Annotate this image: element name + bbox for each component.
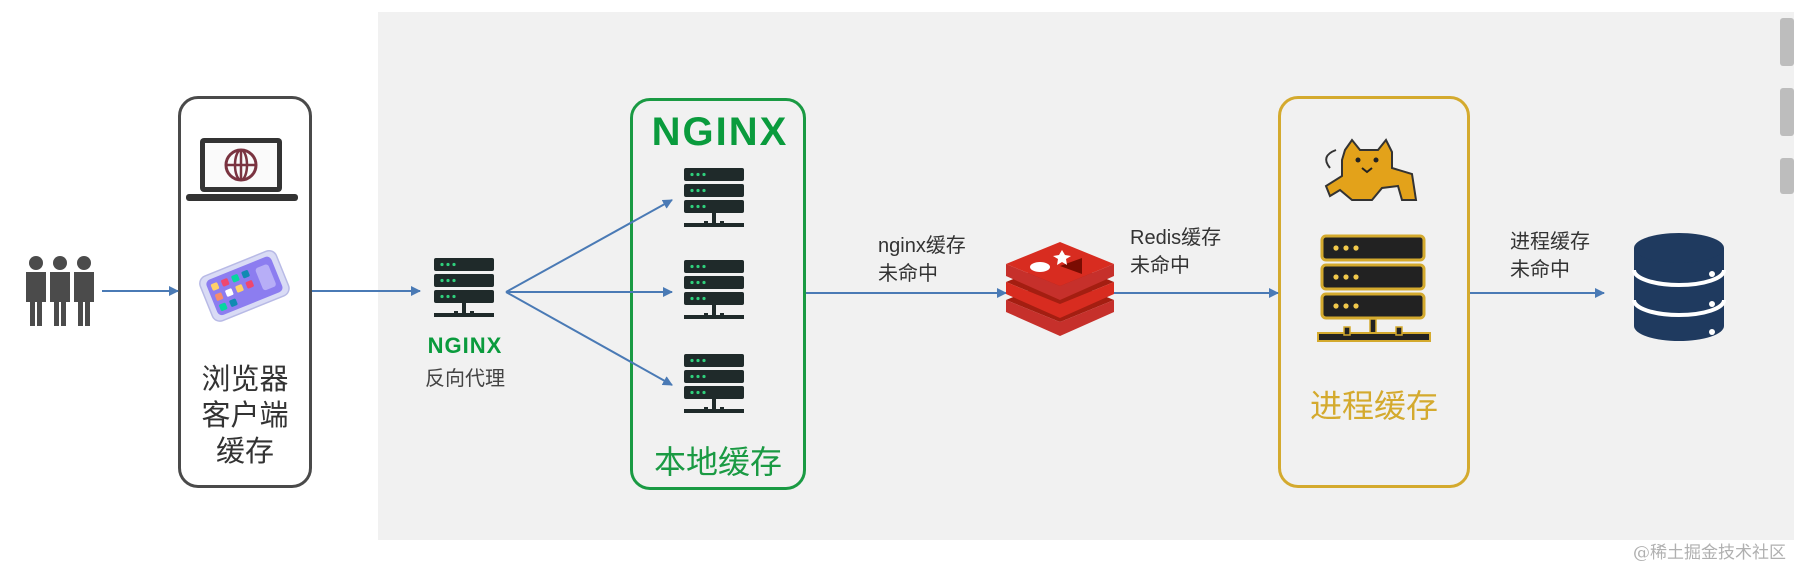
browser-client-cache-box: [178, 96, 312, 488]
edge-shadow: [1780, 158, 1794, 194]
server-icon: [1317, 234, 1431, 342]
server-icon: [434, 258, 494, 317]
nginx-local-cache-box: [630, 98, 806, 490]
server-icon: [684, 260, 744, 319]
process-cache-label: 进程缓存: [1309, 388, 1438, 424]
watermark: @稀土掘金技术社区: [1633, 543, 1786, 563]
process-cache-box: [1278, 96, 1470, 488]
local-cache-label: 本地缓存: [653, 444, 782, 480]
nginx-logo-local-cache: NGINX: [652, 110, 789, 154]
nginx-logo-proxy: NGINX: [428, 333, 503, 358]
database-icon: [1632, 233, 1726, 341]
edge-shadow: [1780, 18, 1794, 66]
smartphone-icon: [199, 249, 290, 322]
laptop-globe-icon: [186, 138, 298, 201]
redis-icon: [1006, 242, 1114, 336]
edge-proxy-to-local-cache: [505, 199, 673, 386]
server-icon: [684, 354, 744, 413]
browser-client-cache-label: 浏览器 客户端 缓存: [201, 364, 289, 468]
users-icon: [26, 256, 94, 326]
reverse-proxy-label: 反向代理: [425, 368, 505, 390]
tomcat-icon: [1324, 138, 1418, 201]
edge-shadow: [1780, 88, 1794, 136]
edge-label-redis-miss: Redis缓存 未命中: [1130, 227, 1222, 277]
server-icon: [684, 168, 744, 227]
edge-label-process-miss: 进程缓存 未命中: [1510, 231, 1590, 281]
edge-label-nginx-miss: nginx缓存 未命中: [878, 235, 966, 285]
